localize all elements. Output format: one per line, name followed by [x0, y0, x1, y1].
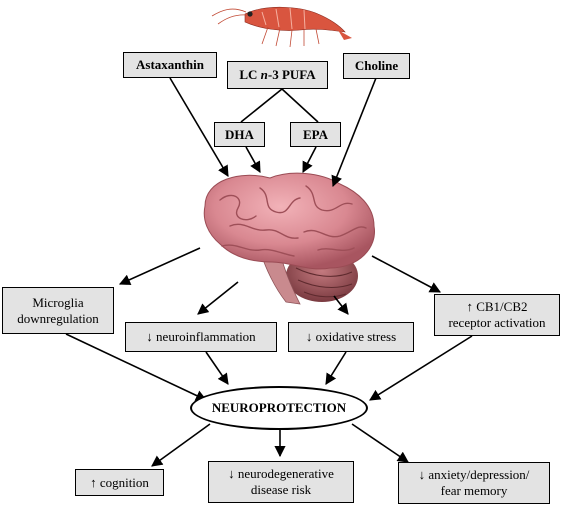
cb-receptor-box: ↑ CB1/CB2 receptor activation — [434, 294, 560, 336]
neuroinflammation-box: ↓ neuroinflammation — [125, 322, 277, 352]
epa-box: EPA — [290, 122, 341, 147]
astaxanthin-label: Astaxanthin — [136, 57, 204, 72]
arrow-brain-oxidative — [333, 295, 349, 315]
neuroprotection-label: NEUROPROTECTION — [211, 400, 347, 415]
line-pufa-epa — [281, 88, 319, 123]
astaxanthin-box: Astaxanthin — [123, 52, 217, 78]
arrow-cb-neuroprotection — [369, 335, 473, 401]
arrows — [65, 77, 473, 467]
dha-label: DHA — [225, 126, 254, 142]
lc-n3-pufa-label: LC n-3 PUFA — [239, 67, 316, 82]
arrow-neuroprotection-anxiety — [351, 423, 409, 463]
line-pufa-dha — [240, 88, 283, 123]
arrow-brain-microglia — [118, 247, 201, 285]
choline-label: Choline — [354, 58, 399, 73]
anxiety-label: ↓ anxiety/depression/ fear memory — [418, 467, 530, 498]
cb-receptor-label: ↑ CB1/CB2 receptor activation — [448, 299, 546, 330]
arrow-choline-brain — [331, 77, 377, 188]
microglia-box: Microglia downregulation — [2, 287, 114, 334]
arrow-brain-cb — [371, 255, 441, 293]
arrow-oxidative-neuroprotection — [325, 351, 347, 385]
arrow-brain-neuroinflammation — [197, 281, 239, 315]
neurodegenerative-label: ↓ neurodegenerative disease risk — [228, 466, 334, 497]
arrow-microglia-neuroprotection — [65, 333, 208, 401]
cognition-box: ↑ cognition — [75, 469, 164, 496]
neuroinflammation-label: ↓ neuroinflammation — [146, 329, 256, 344]
arrow-dha-brain — [245, 146, 261, 173]
choline-box: Choline — [343, 53, 410, 79]
arrow-epa-brain — [302, 146, 317, 173]
arrow-astaxanthin-brain — [169, 77, 229, 177]
neurodegenerative-box: ↓ neurodegenerative disease risk — [208, 461, 354, 503]
lc-n3-pufa-box: LC n-3 PUFA — [227, 61, 328, 89]
anxiety-box: ↓ anxiety/depression/ fear memory — [398, 462, 550, 504]
brain-illustration — [203, 172, 375, 305]
arrow-neuroprotection-cognition — [151, 423, 211, 467]
krill-illustration — [211, 6, 352, 48]
microglia-label: Microglia downregulation — [17, 294, 99, 326]
epa-label: EPA — [302, 126, 329, 142]
oxidative-stress-box: ↓ oxidative stress — [288, 322, 414, 352]
arrow-neuroinflammation-neuroprotection — [205, 351, 229, 385]
dha-box: DHA — [214, 122, 265, 147]
oxidative-stress-label: ↓ oxidative stress — [305, 329, 397, 344]
cognition-label: ↑ cognition — [90, 474, 149, 490]
neuroprotection-oval: NEUROPROTECTION — [190, 386, 368, 430]
